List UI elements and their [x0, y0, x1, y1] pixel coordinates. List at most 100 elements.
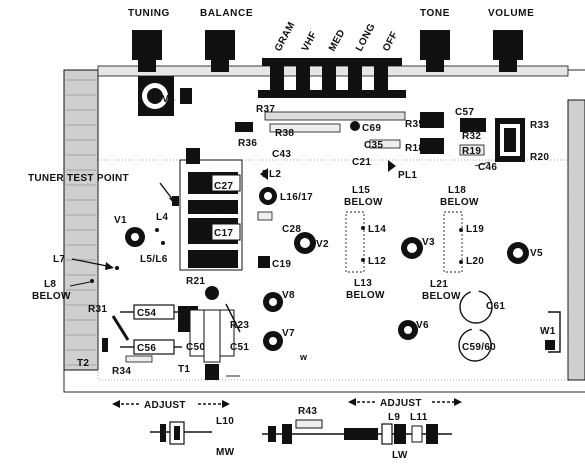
valve-v3 — [401, 237, 423, 259]
tuner-test-point-pointer — [159, 182, 179, 206]
l13-label: L13 — [354, 278, 372, 289]
tuning-label: TUNING — [128, 8, 170, 19]
svg-text:OFF: OFF — [381, 30, 401, 54]
l19-label: L19 — [466, 224, 484, 235]
r18-label: R18 — [405, 143, 424, 154]
l15-label: L15 — [352, 185, 370, 196]
l20-label: L20 — [466, 256, 484, 267]
c46-label: C46 — [478, 162, 497, 173]
t2-label: T2 — [77, 358, 89, 369]
c43-label: C43 — [272, 149, 291, 160]
l7-label: L7 — [53, 254, 65, 265]
resistor-r31 — [111, 315, 130, 341]
r35-label: R35 — [405, 119, 424, 130]
component-w1 — [545, 311, 561, 353]
r37-label: R37 — [256, 104, 275, 115]
l13-below-label: BELOW — [346, 290, 385, 301]
c51-label: C51 — [230, 342, 249, 353]
svg-text:GRAM: GRAM — [273, 20, 298, 53]
c35-label: C35 — [364, 140, 383, 151]
mw-label: MW — [216, 447, 235, 458]
valve-v6 — [398, 320, 418, 340]
v5-label: V5 — [530, 248, 543, 259]
r43-label: R43 — [298, 406, 317, 417]
switch-button-long[interactable]: LONG — [348, 22, 378, 90]
c57-label: C57 — [455, 107, 474, 118]
tuner-block — [179, 148, 243, 271]
c54-label: C54 — [137, 308, 156, 319]
r21-label: R21 — [186, 276, 205, 287]
lw-label: LW — [392, 450, 408, 461]
l12-label: L12 — [368, 256, 386, 267]
l11-label: L11 — [410, 412, 428, 423]
c59-60-label: C59/60 — [462, 342, 496, 353]
l8-label: L8 — [44, 279, 56, 290]
svg-text:PL1: PL1 — [398, 170, 417, 181]
v2-label: V2 — [316, 239, 329, 250]
switch-button-gram[interactable]: GRAM — [270, 20, 298, 90]
adjust-right-arrows — [348, 398, 462, 406]
v6-label: V6 — [416, 320, 429, 331]
c28-label: C28 — [282, 224, 301, 235]
right-side-rail — [567, 99, 585, 381]
plug-pl2: PL2 — [260, 168, 281, 180]
valve-v8 — [263, 292, 283, 312]
l21-below-label: BELOW — [422, 291, 461, 302]
v7-label: V7 — [282, 328, 295, 339]
r34-label: R34 — [112, 366, 131, 377]
r36-label: R36 — [238, 138, 257, 149]
v1-label: V1 — [114, 215, 127, 226]
c27-label: C27 — [214, 181, 233, 192]
tuner-test-point-label: TUNER TEST POINT — [28, 173, 129, 184]
control-balance[interactable]: BALANCE — [200, 8, 253, 72]
resistor-r34 — [125, 355, 153, 363]
l8-below-label: BELOW — [32, 291, 71, 302]
coil-l9-l11-assembly[interactable] — [262, 423, 452, 445]
adjust-left-arrows — [112, 400, 230, 408]
coil-l16-17 — [259, 187, 277, 205]
c15-label: C15 — [214, 258, 233, 269]
valve-v4: V4 — [138, 76, 192, 116]
top-resistor-group — [235, 111, 525, 162]
t1-label: T1 — [178, 364, 190, 375]
v3-label: V3 — [422, 237, 435, 248]
svg-text:VHF: VHF — [300, 30, 320, 54]
c50-label: C50 — [186, 342, 205, 353]
control-tuning[interactable]: TUNING — [128, 8, 170, 72]
control-tone[interactable]: TONE — [420, 8, 450, 72]
l15-below-label: BELOW — [344, 197, 383, 208]
capacitor-c59-60 — [458, 328, 492, 362]
l21-label: L21 — [430, 279, 448, 290]
l9-label: L9 — [388, 412, 400, 423]
r20-label: R20 — [530, 152, 549, 163]
w1-label: W1 — [540, 326, 556, 337]
c69-label: C69 — [362, 123, 381, 134]
l5-l6-label: L5/L6 — [140, 254, 168, 265]
coil-l10[interactable] — [150, 421, 212, 445]
c19-label: C19 — [272, 259, 291, 270]
plug-pl1: PL1 — [388, 160, 417, 181]
c56-label: C56 — [137, 343, 156, 354]
balance-label: BALANCE — [200, 8, 253, 19]
l16-17-label: L16/17 — [280, 192, 313, 203]
c61-label: C61 — [486, 301, 505, 312]
adjust-right-label: ADJUST — [380, 398, 422, 409]
capacitor-c56 — [120, 339, 182, 355]
valve-v2 — [294, 232, 316, 254]
l4-label: L4 — [156, 212, 168, 223]
adjust-left-label: ADJUST — [144, 400, 186, 411]
r38-label: R38 — [275, 128, 294, 139]
transformer-area — [178, 286, 241, 380]
r32-label: R32 — [462, 131, 481, 142]
svg-text:LONG: LONG — [354, 22, 378, 54]
control-volume[interactable]: VOLUME — [488, 8, 534, 72]
r31-label: R31 — [88, 304, 107, 315]
c21-label: C21 — [352, 157, 371, 168]
v8-label: V8 — [282, 290, 295, 301]
capacitor-c61 — [459, 290, 493, 324]
c17-label: C17 — [214, 228, 233, 239]
c81-label: C81 — [214, 204, 233, 215]
r23-label: R23 — [230, 320, 249, 331]
valve-v5 — [507, 242, 529, 264]
